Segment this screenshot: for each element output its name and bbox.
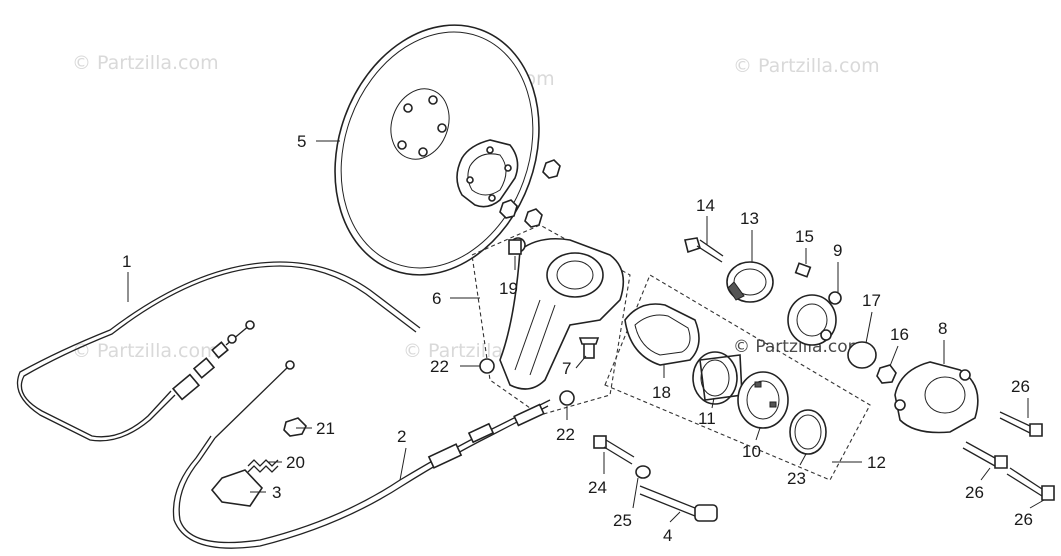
- callout-23: 23: [787, 469, 806, 488]
- callout-16: 16: [890, 325, 909, 344]
- callout-6: 6: [432, 289, 441, 308]
- callout-5: 5: [297, 132, 306, 151]
- bleeder-screw: [578, 337, 600, 359]
- callout-26a: 26: [1011, 377, 1030, 396]
- watermark: © Partzilla.com: [733, 337, 865, 357]
- brake-cable: [16, 261, 421, 442]
- disc-plate: [456, 139, 519, 208]
- pin: [794, 262, 812, 278]
- watermark: © Partzilla.com: [733, 55, 880, 77]
- callout-14: 14: [696, 196, 715, 215]
- rubber-boot: [210, 469, 264, 507]
- callout-24: 24: [588, 478, 607, 497]
- callout-11: 11: [698, 409, 716, 428]
- callout-17: 17: [862, 291, 881, 310]
- seal-plate: [624, 303, 700, 366]
- collar: [726, 261, 774, 303]
- brake-rod: [639, 485, 718, 522]
- callout-7: 7: [562, 359, 571, 378]
- bolt: [1006, 467, 1055, 501]
- nut: [283, 417, 307, 437]
- o-ring: [789, 409, 827, 455]
- brake-rod: [214, 364, 291, 439]
- washer: [479, 358, 495, 374]
- callout-22b: 22: [556, 425, 575, 444]
- callout-15: 15: [795, 227, 814, 246]
- cylinder: [737, 371, 789, 429]
- bolt: [962, 441, 1008, 469]
- leader-lines: [127, 140, 1045, 523]
- callout-26c: 26: [1014, 510, 1033, 529]
- callout-18: 18: [652, 383, 671, 402]
- washer: [559, 390, 575, 406]
- piston: [692, 351, 743, 405]
- callout-3: 3: [272, 483, 281, 502]
- watermark: © Partzilla.com: [72, 52, 219, 74]
- callout-20: 20: [286, 453, 305, 472]
- callout-25: 25: [613, 511, 632, 530]
- callout-21: 21: [316, 419, 335, 438]
- brake-disc: [334, 24, 540, 276]
- cable-fitting: [427, 403, 545, 469]
- callout-19: 19: [499, 279, 518, 298]
- adjuster: [787, 291, 842, 346]
- callout-22a: 22: [430, 357, 449, 376]
- callout-9: 9: [833, 241, 842, 260]
- watermark: © Partzilla.com: [72, 340, 219, 362]
- callout-8: 8: [938, 319, 947, 338]
- callout-2: 2: [397, 427, 406, 446]
- nut: [499, 159, 561, 228]
- cable-adjuster: [171, 320, 255, 401]
- callout-13: 13: [740, 209, 759, 228]
- bolt: [684, 237, 724, 263]
- callout-10: 10: [742, 442, 761, 461]
- brake-cable: [178, 399, 551, 544]
- bolt: [508, 239, 522, 255]
- callout-1: 1: [122, 252, 131, 271]
- nut: [876, 364, 897, 384]
- bolt: [593, 435, 635, 465]
- washer: [847, 341, 877, 369]
- caliper-bracket: [499, 237, 625, 390]
- bolt: [999, 411, 1043, 437]
- callout-12: 12: [867, 453, 886, 472]
- callout-26b: 26: [965, 483, 984, 502]
- spring: [247, 459, 279, 473]
- caliper-cover: [894, 361, 979, 434]
- nut: [635, 465, 651, 479]
- callout-4: 4: [663, 526, 672, 545]
